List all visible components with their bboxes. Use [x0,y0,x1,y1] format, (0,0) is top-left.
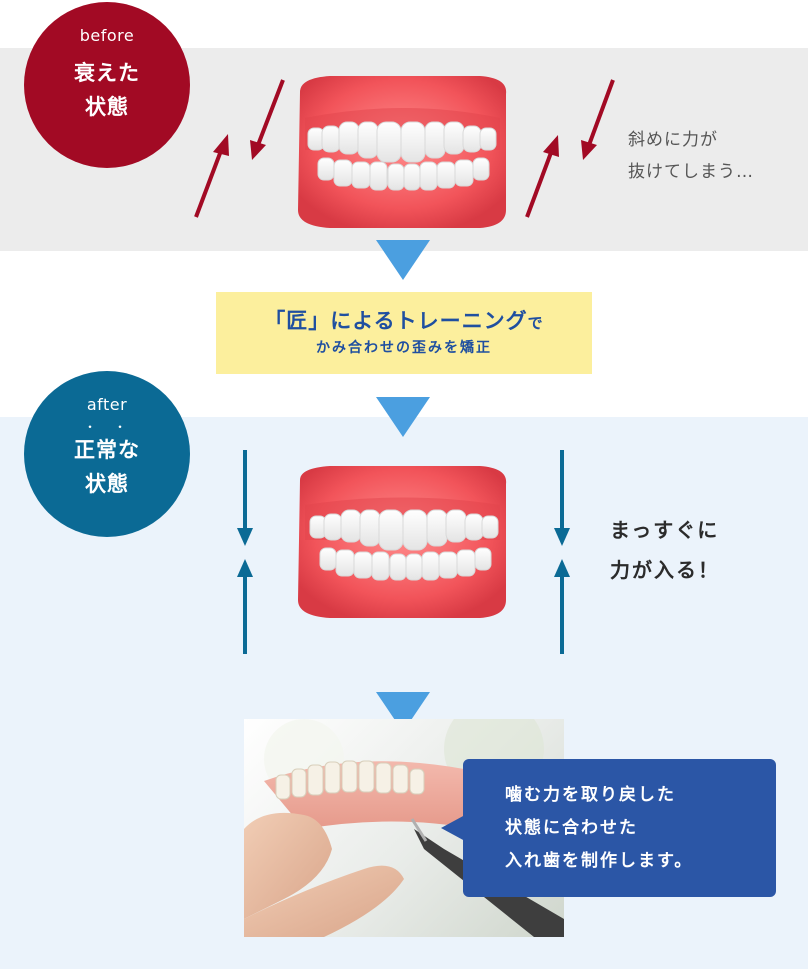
teeth-illustration-before [298,76,507,228]
banner-line1-suffix: で [527,314,544,332]
denture-callout: 噛む力を取り戻した 状態に合わせた 入れ歯を制作します。 [463,759,776,897]
after-badge: after ・・ 正常な 状態 [24,371,190,537]
after-label-en: after [86,395,128,414]
teeth-illustration-after [298,466,507,618]
before-label-jp: 衰えた 状態 [74,61,140,119]
diagonal-arrow-icon [194,79,615,218]
banner-line1: 「匠」によるトレーニングで [216,307,592,337]
before-note: 斜めに力が 抜けてしまう… [628,130,754,182]
down-triangle-icon [376,240,430,280]
denture-photo [244,719,564,937]
banner-line2: かみ合わせの歪みを矯正 [316,340,492,356]
vertical-arrow-icon [237,450,570,654]
down-triangle-icon [376,397,430,437]
callout-tail [441,815,465,841]
training-banner: 「匠」によるトレーニングで かみ合わせの歪みを矯正 [216,292,592,374]
before-label-en: before [79,26,135,45]
banner-line1-main: 「匠」によるトレーニング [264,309,528,333]
after-note: まっすぐに 力が入る！ [610,518,720,582]
before-badge: before 衰えた 状態 [24,2,190,168]
emphasis-dots: ・・ [83,420,144,434]
after-label-jp: 正常な 状態 [74,438,140,496]
